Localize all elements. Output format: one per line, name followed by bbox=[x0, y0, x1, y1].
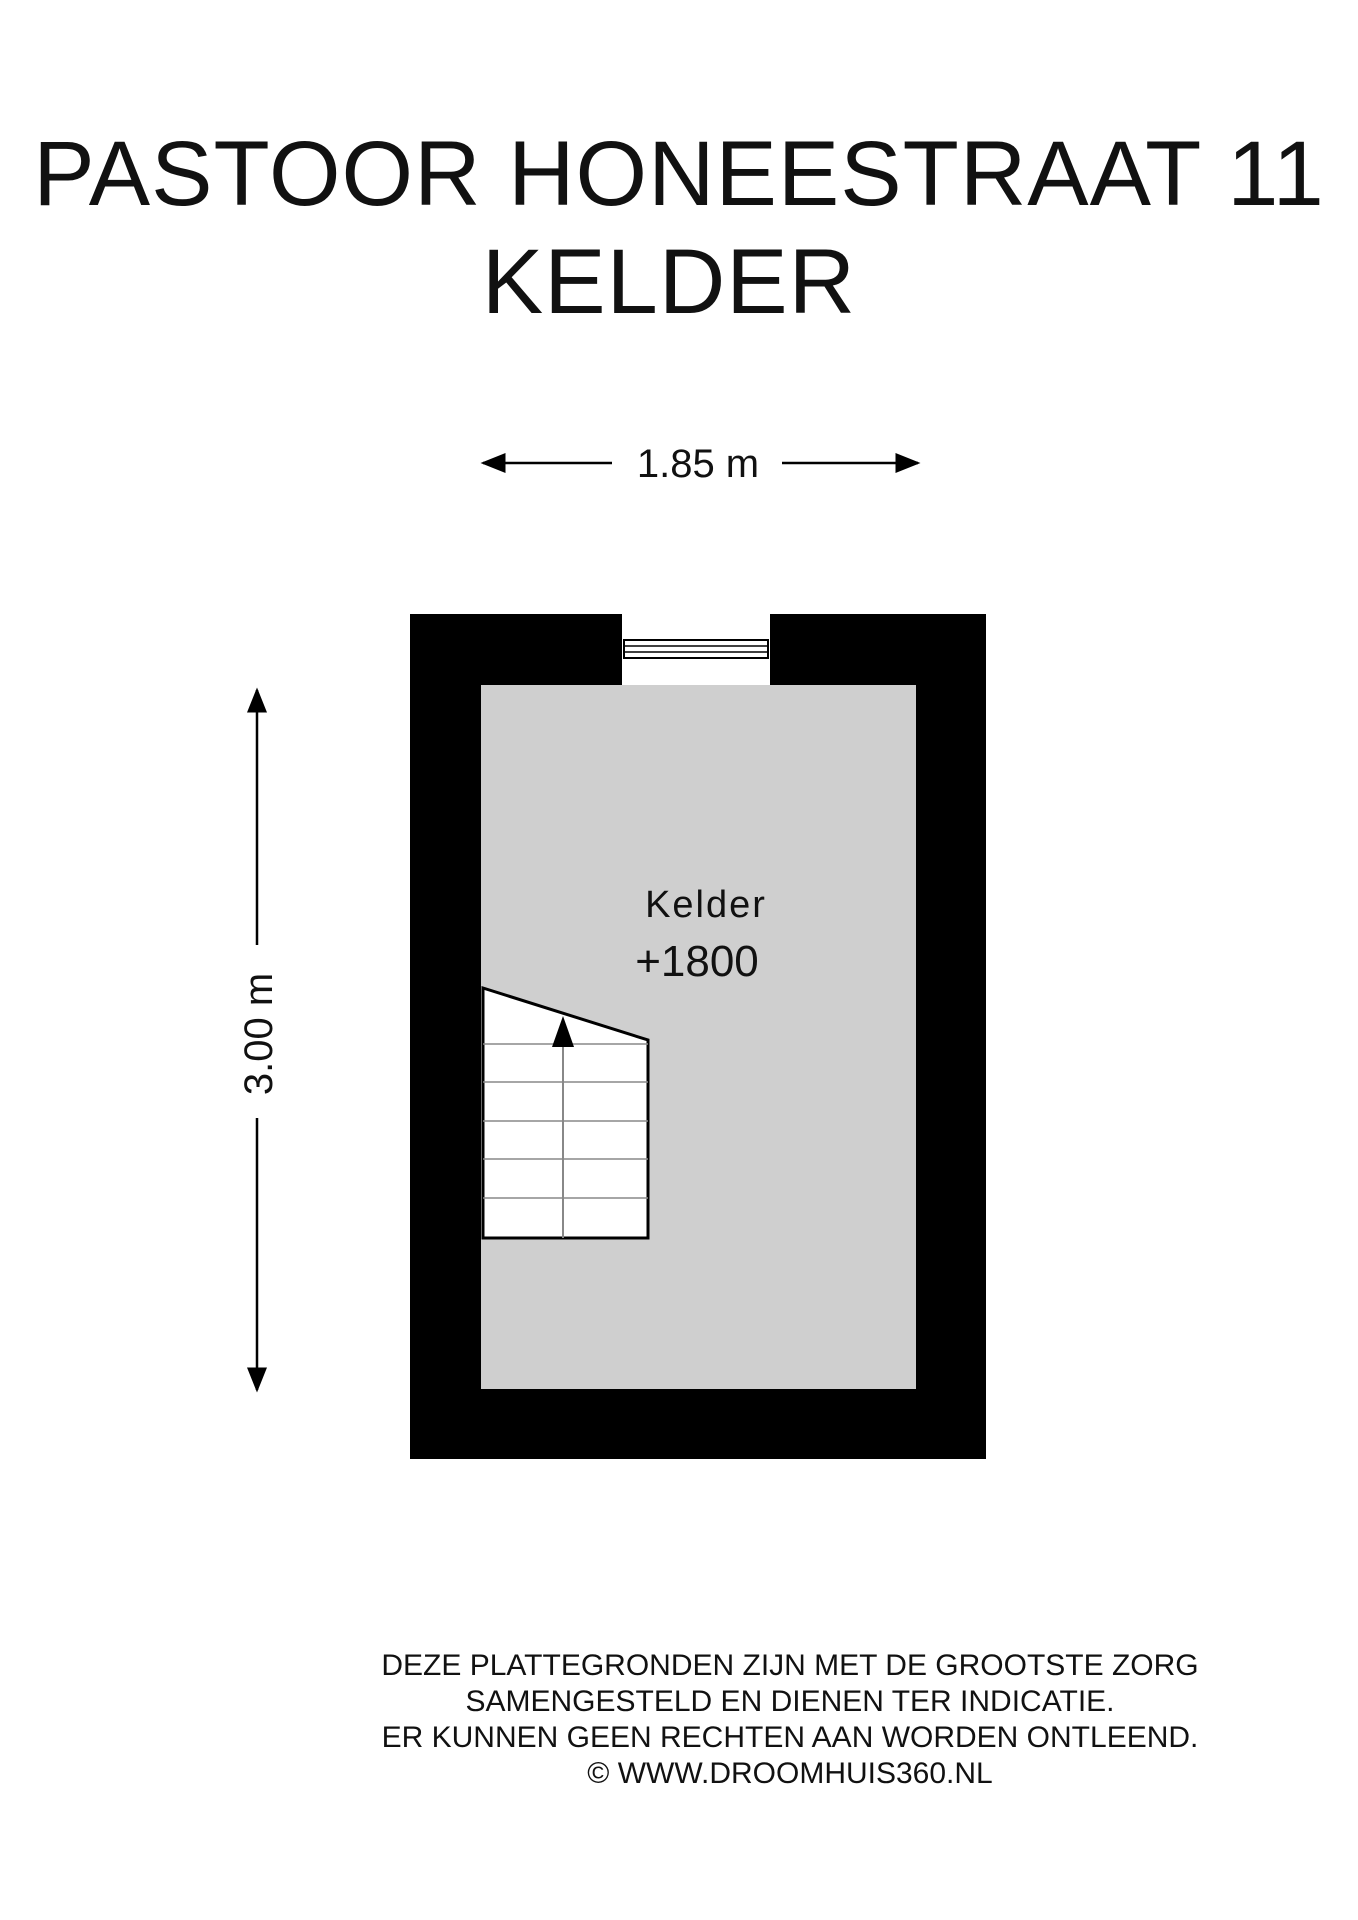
floor-title: KELDER bbox=[481, 231, 857, 333]
disclaimer-line: ER KUNNEN GEEN RECHTEN AAN WORDEN ONTLEE… bbox=[381, 1721, 1199, 1754]
room-name-label: Kelder bbox=[645, 884, 767, 926]
height-label: 3.00 m bbox=[237, 973, 281, 1095]
room-level-label: +1800 bbox=[635, 937, 759, 986]
disclaimer-copyright: © WWW.DROOMHUIS360.NL bbox=[587, 1757, 993, 1790]
disclaimer: DEZE PLATTEGRONDEN ZIJN MET DE GROOTSTE … bbox=[310, 1648, 1270, 1792]
address-title: PASTOOR HONEESTRAAT 11 bbox=[33, 123, 1325, 225]
height-dimension: 3.00 m bbox=[237, 687, 281, 1393]
width-label: 1.85 m bbox=[637, 442, 759, 486]
staircase bbox=[481, 985, 650, 1240]
width-dimension: 1.85 m bbox=[480, 442, 921, 486]
disclaimer-line: DEZE PLATTEGRONDEN ZIJN MET DE GROOTSTE … bbox=[381, 1649, 1199, 1682]
stair-cut-line bbox=[482, 987, 649, 1041]
window bbox=[622, 614, 770, 685]
window-frame bbox=[623, 639, 769, 659]
disclaimer-line: SAMENGESTELD EN DIENEN TER INDICATIE. bbox=[465, 1685, 1115, 1718]
stair-direction-arrow-icon bbox=[552, 1016, 574, 1047]
